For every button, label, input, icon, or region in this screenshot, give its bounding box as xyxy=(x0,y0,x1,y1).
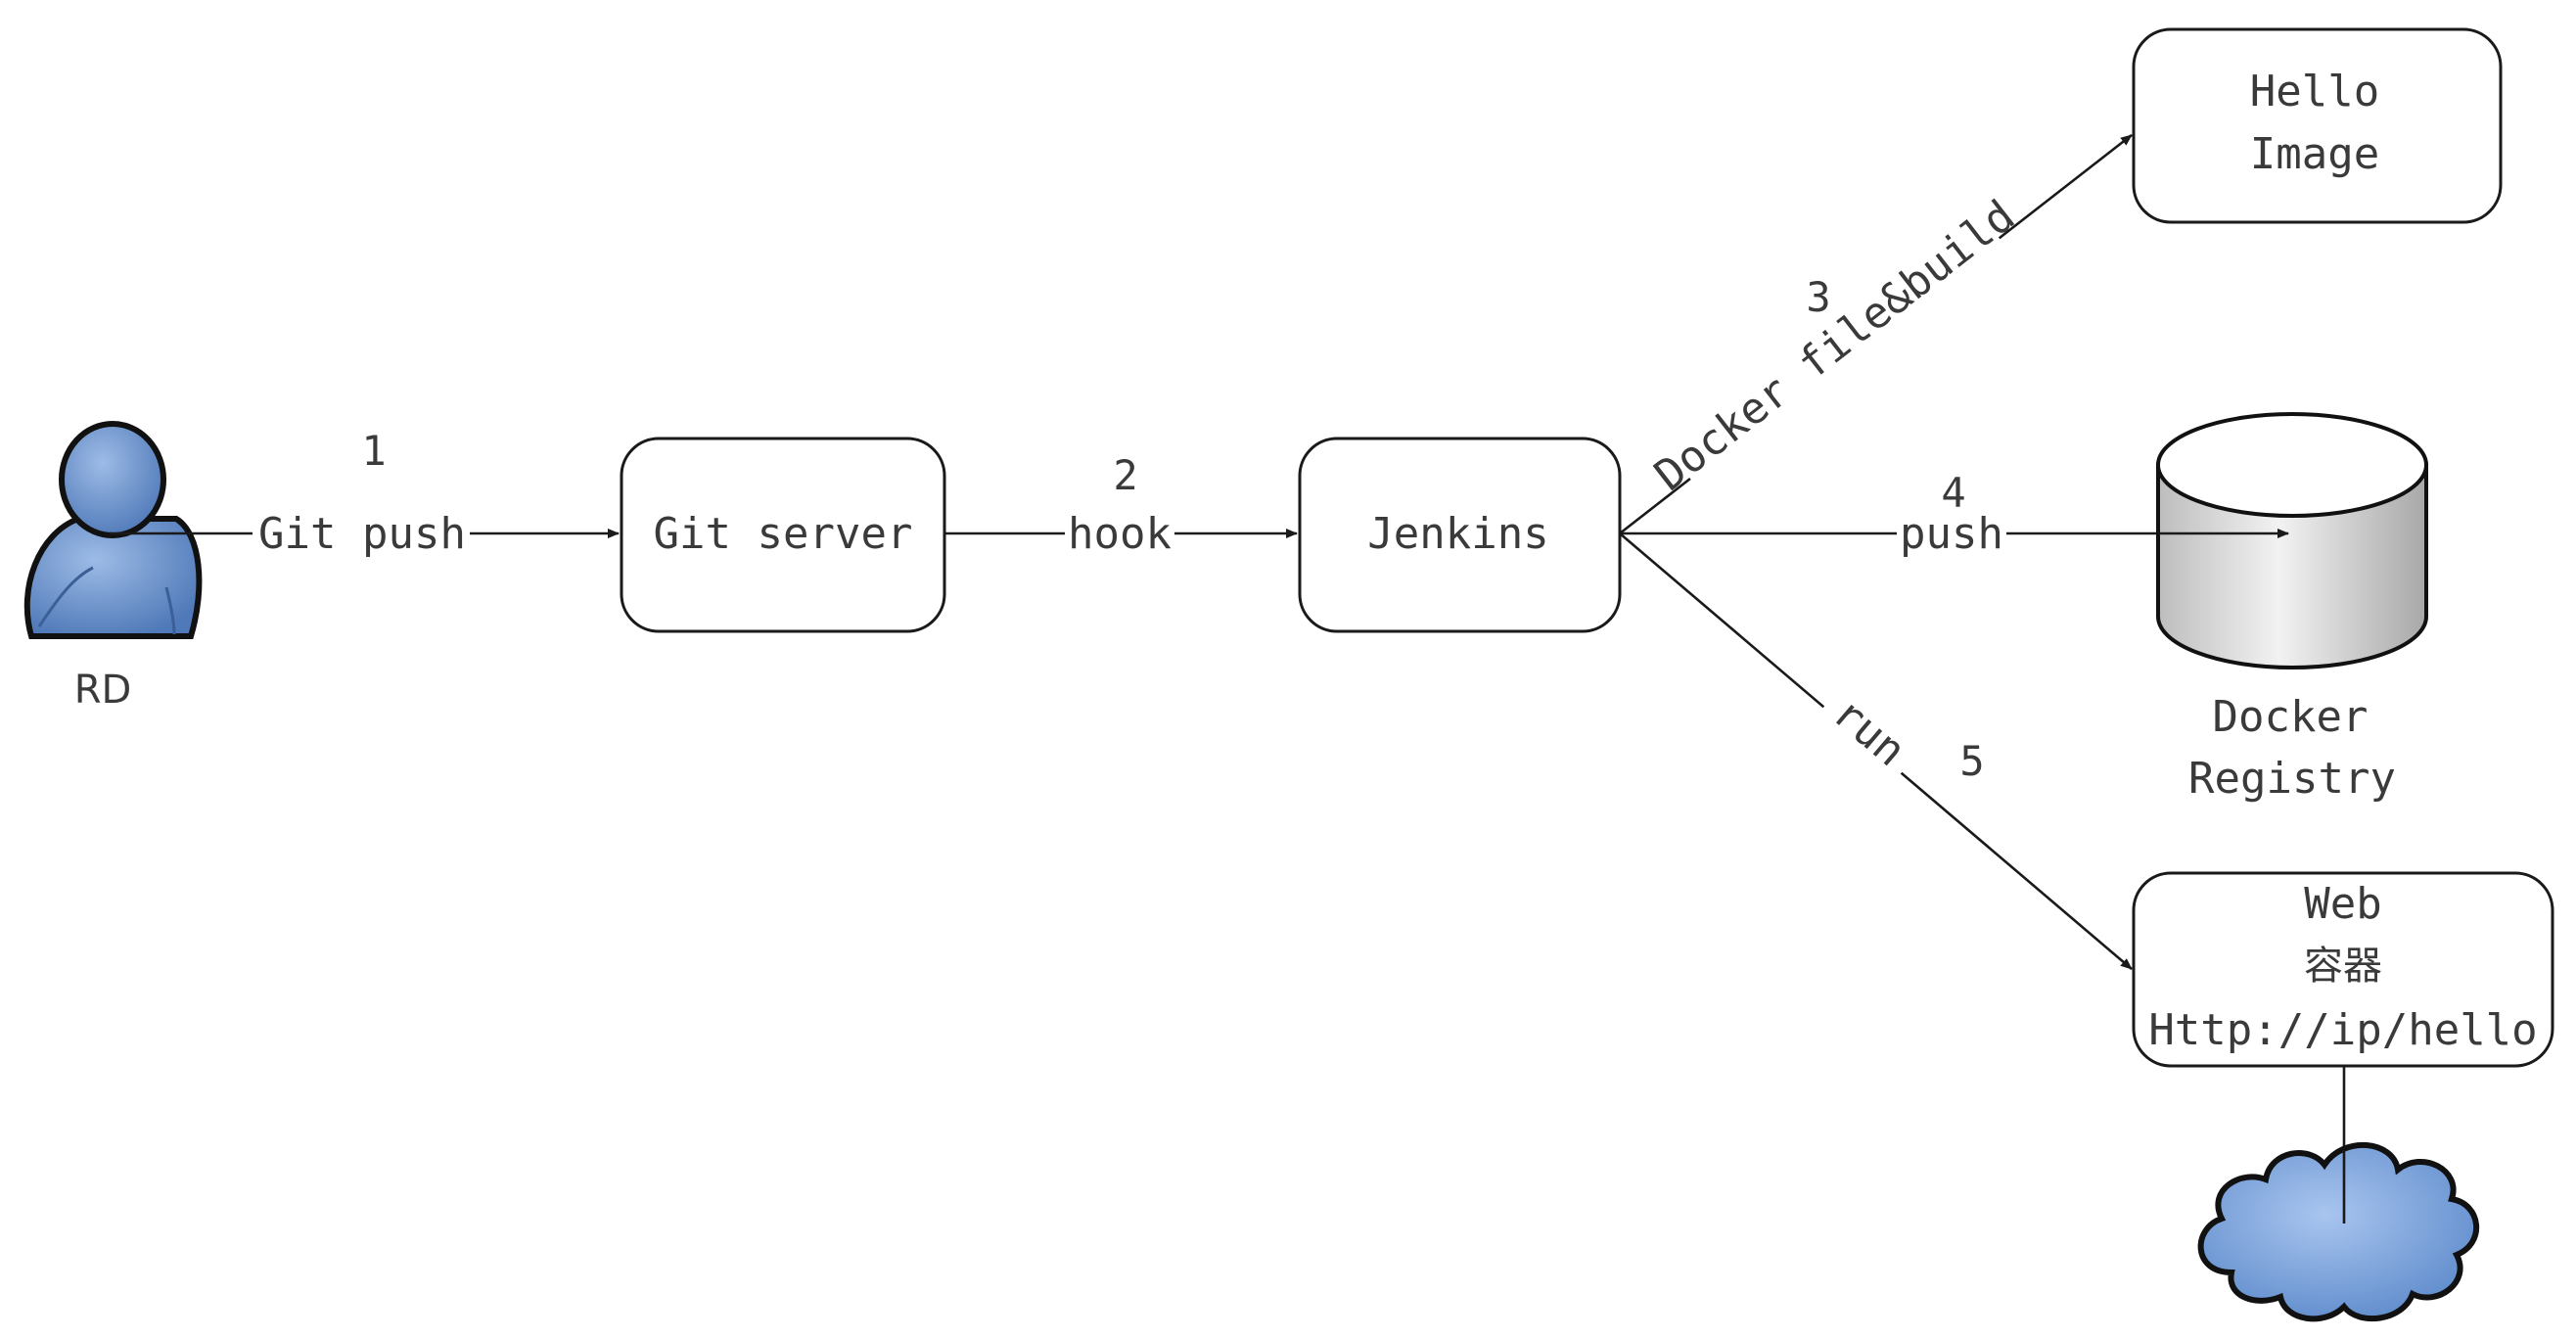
hello-image-line2: Image xyxy=(2250,129,2379,179)
web-container-line3: Http://ip/hello xyxy=(2148,1005,2537,1055)
web-container-line1: Web xyxy=(2304,879,2381,929)
edge-docker-build-label: Docker file&build xyxy=(1645,191,2024,501)
edge-hook-label-bg xyxy=(1065,509,1174,558)
edge-run-label-bg xyxy=(1816,681,1923,782)
rd-person-icon xyxy=(23,421,203,639)
edge-push-label: push xyxy=(1900,509,2003,559)
edge-push-label-bg xyxy=(1897,511,2006,556)
hello-image-box xyxy=(2132,27,2503,224)
rd-label: RD xyxy=(74,668,132,713)
edge-git-push-label: Git push xyxy=(258,509,466,559)
edge-push-step: 4 xyxy=(1941,469,1965,517)
edge-docker-build-step: 3 xyxy=(1806,273,1830,321)
hello-image-line1: Hello xyxy=(2250,67,2379,116)
git-server-box xyxy=(620,437,946,633)
edge-hook-label: hook xyxy=(1068,509,1172,559)
edge-run-step: 5 xyxy=(1959,737,1984,785)
edge-git-push-step: 1 xyxy=(361,427,386,475)
database-cylinder-icon xyxy=(2156,412,2428,670)
docker-registry-line2: Registry xyxy=(2188,754,2396,804)
edge-hook-step: 2 xyxy=(1113,451,1137,499)
docker-registry-line1: Docker xyxy=(2213,692,2369,742)
edge-git-push-label-bg xyxy=(253,509,470,558)
web-container-line2: 容器 xyxy=(2304,944,2382,989)
jenkins-label: Jenkins xyxy=(1367,509,1548,559)
git-server-label: Git server xyxy=(654,509,913,559)
edge-docker-build-label-bg xyxy=(1665,206,2004,485)
cloud-icon xyxy=(2197,1141,2480,1322)
